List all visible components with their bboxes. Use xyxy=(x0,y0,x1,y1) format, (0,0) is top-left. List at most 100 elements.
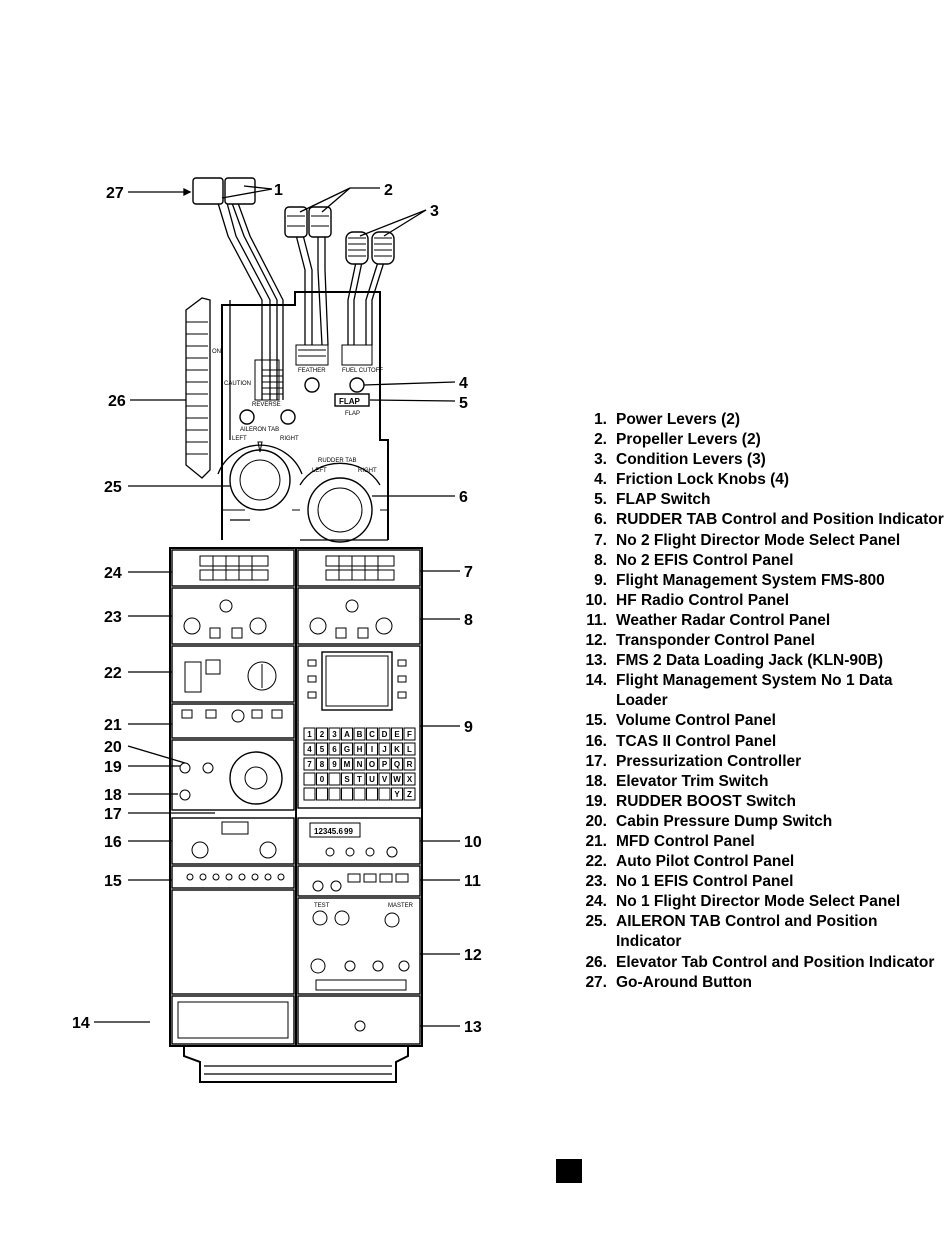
propeller-lever-right xyxy=(308,206,332,238)
friction-lock-knob xyxy=(304,377,320,393)
callout-numbers: 1 2 3 4 5 6 7 8 9 10 11 12 13 14 15 16 1… xyxy=(72,182,482,1036)
legend-item-number: 23. xyxy=(585,873,607,891)
legend-item: 15.Volume Control Panel xyxy=(566,711,946,731)
legend-item: 17.Pressurization Controller xyxy=(566,752,946,772)
legend-item: 4.Friction Lock Knobs (4) xyxy=(566,470,946,490)
legend-item-number: 27. xyxy=(585,973,607,991)
fms-key xyxy=(328,742,341,756)
legend-item-text: Flight Management System FMS-800 xyxy=(616,571,885,589)
legend-item-text: TCAS II Control Panel xyxy=(616,732,777,750)
volume-control-panel xyxy=(171,865,295,889)
fms-key xyxy=(303,787,316,801)
fms-key-label: Y xyxy=(394,790,400,799)
fms-key-label: P xyxy=(382,760,388,769)
callout-11: 11 xyxy=(464,873,481,890)
elevator-tab-wheel xyxy=(185,297,211,479)
fms-key xyxy=(353,742,366,756)
fms-key xyxy=(328,772,341,786)
legend-item-text: Condition Levers (3) xyxy=(616,451,766,469)
fd-mode-panel-2 xyxy=(297,549,421,587)
callout-leaders xyxy=(94,185,460,1027)
fms-key xyxy=(341,757,353,771)
legend-item-number: 12. xyxy=(585,632,607,650)
callout-17: 17 xyxy=(104,806,122,823)
fms-key xyxy=(303,757,316,771)
fms-key-label: 0 xyxy=(320,775,325,784)
fms-key xyxy=(328,757,341,771)
fms-key-label: 9 xyxy=(332,760,337,769)
callout-1: 1 xyxy=(274,182,283,199)
fms-key xyxy=(378,772,391,786)
friction-lock-knob xyxy=(349,377,365,393)
fms-key-label: U xyxy=(369,775,375,784)
callout-5: 5 xyxy=(459,395,468,412)
legend-item: 23. No 1 EFIS Control Panel xyxy=(566,872,946,892)
callout-25: 25 xyxy=(104,479,122,496)
legend-item-text: FMS 2 Data Loading Jack (KLN-90B) xyxy=(616,652,883,670)
legend-item-number: 13. xyxy=(585,652,607,670)
fms-key xyxy=(403,757,416,771)
legend-item: 3. Condition Levers (3) xyxy=(566,450,946,470)
flap-label: FLAP xyxy=(345,411,360,417)
fms-key xyxy=(341,772,353,786)
fms-key xyxy=(391,727,403,741)
legend-item-text: No 1 EFIS Control Panel xyxy=(616,873,794,891)
fms-key-label: C xyxy=(369,730,375,739)
fms-data-loader xyxy=(171,995,295,1045)
legend-item-number: 8. xyxy=(594,551,607,569)
fms-key-label: X xyxy=(407,775,413,784)
fms-key-label: G xyxy=(344,745,350,754)
friction-lock-knob xyxy=(280,409,296,425)
callout-13: 13 xyxy=(464,1019,482,1036)
legend-item-number: 1. xyxy=(594,411,607,428)
legend-item-text: MFD Control Panel xyxy=(616,832,755,850)
legend-item: 7.No 2 Flight Director Mode Select Panel xyxy=(566,531,946,551)
mfd-control-panel xyxy=(171,703,295,739)
legend-item-text: Propeller Levers (2) xyxy=(616,431,761,449)
fms-key xyxy=(391,757,403,771)
fms-key xyxy=(303,772,316,786)
condition-lever-left xyxy=(345,231,369,265)
fms-key-label: M xyxy=(344,760,351,769)
component-legend: 1.Power Levers (2)2.Propeller Levers (2)… xyxy=(566,410,946,993)
legend-item: 26.Elevator Tab Control and Position Ind… xyxy=(566,953,946,973)
fms-key xyxy=(403,787,416,801)
legend-item: 10.HF Radio Control Panel xyxy=(566,591,946,611)
callout-20: 20 xyxy=(104,739,122,756)
fms-key-label: 3 xyxy=(332,730,337,739)
tcas-panel xyxy=(171,817,295,865)
legend-item-text: Friction Lock Knobs (4) xyxy=(616,471,790,489)
callout-19: 19 xyxy=(104,759,122,776)
fms-key xyxy=(378,787,391,801)
fms-key-label: 6 xyxy=(332,745,337,754)
fuel-cutoff-label: FUEL CUTOFF xyxy=(342,368,383,374)
fms-key-label: 2 xyxy=(320,730,325,739)
fms-key xyxy=(316,772,328,786)
legend-item-text: Go-Around Button xyxy=(616,973,753,991)
fms-key xyxy=(366,742,378,756)
legend-item: 14.Flight Management System No 1 Data Lo… xyxy=(566,671,946,711)
fms-key xyxy=(353,727,366,741)
legend-item-number: 15. xyxy=(585,712,607,730)
fms-key xyxy=(328,727,341,741)
legend-item-text: Elevator Trim Switch xyxy=(616,772,769,790)
feather-label: FEATHER xyxy=(298,368,326,374)
callout-10: 10 xyxy=(464,834,482,851)
fms-key-label: Q xyxy=(394,760,400,769)
legend-item: 27. Go-Around Button xyxy=(566,973,946,993)
hf-frequency: 12345.6 xyxy=(314,827,343,836)
legend-item-number: 3. xyxy=(594,451,607,469)
callout-8: 8 xyxy=(464,612,473,629)
fms-key xyxy=(353,772,366,786)
legend-item-number: 16. xyxy=(585,732,607,750)
callout-4: 4 xyxy=(459,375,468,392)
fms-key xyxy=(391,772,403,786)
legend-item-text: Flight Management System No 1 Data Loade… xyxy=(616,672,893,710)
legend-item-text: Cabin Pressure Dump Switch xyxy=(616,812,833,830)
legend-item-text: Pressurization Controller xyxy=(616,752,802,770)
fms-key-label: S xyxy=(344,775,350,784)
fms-key-label: 8 xyxy=(320,760,325,769)
